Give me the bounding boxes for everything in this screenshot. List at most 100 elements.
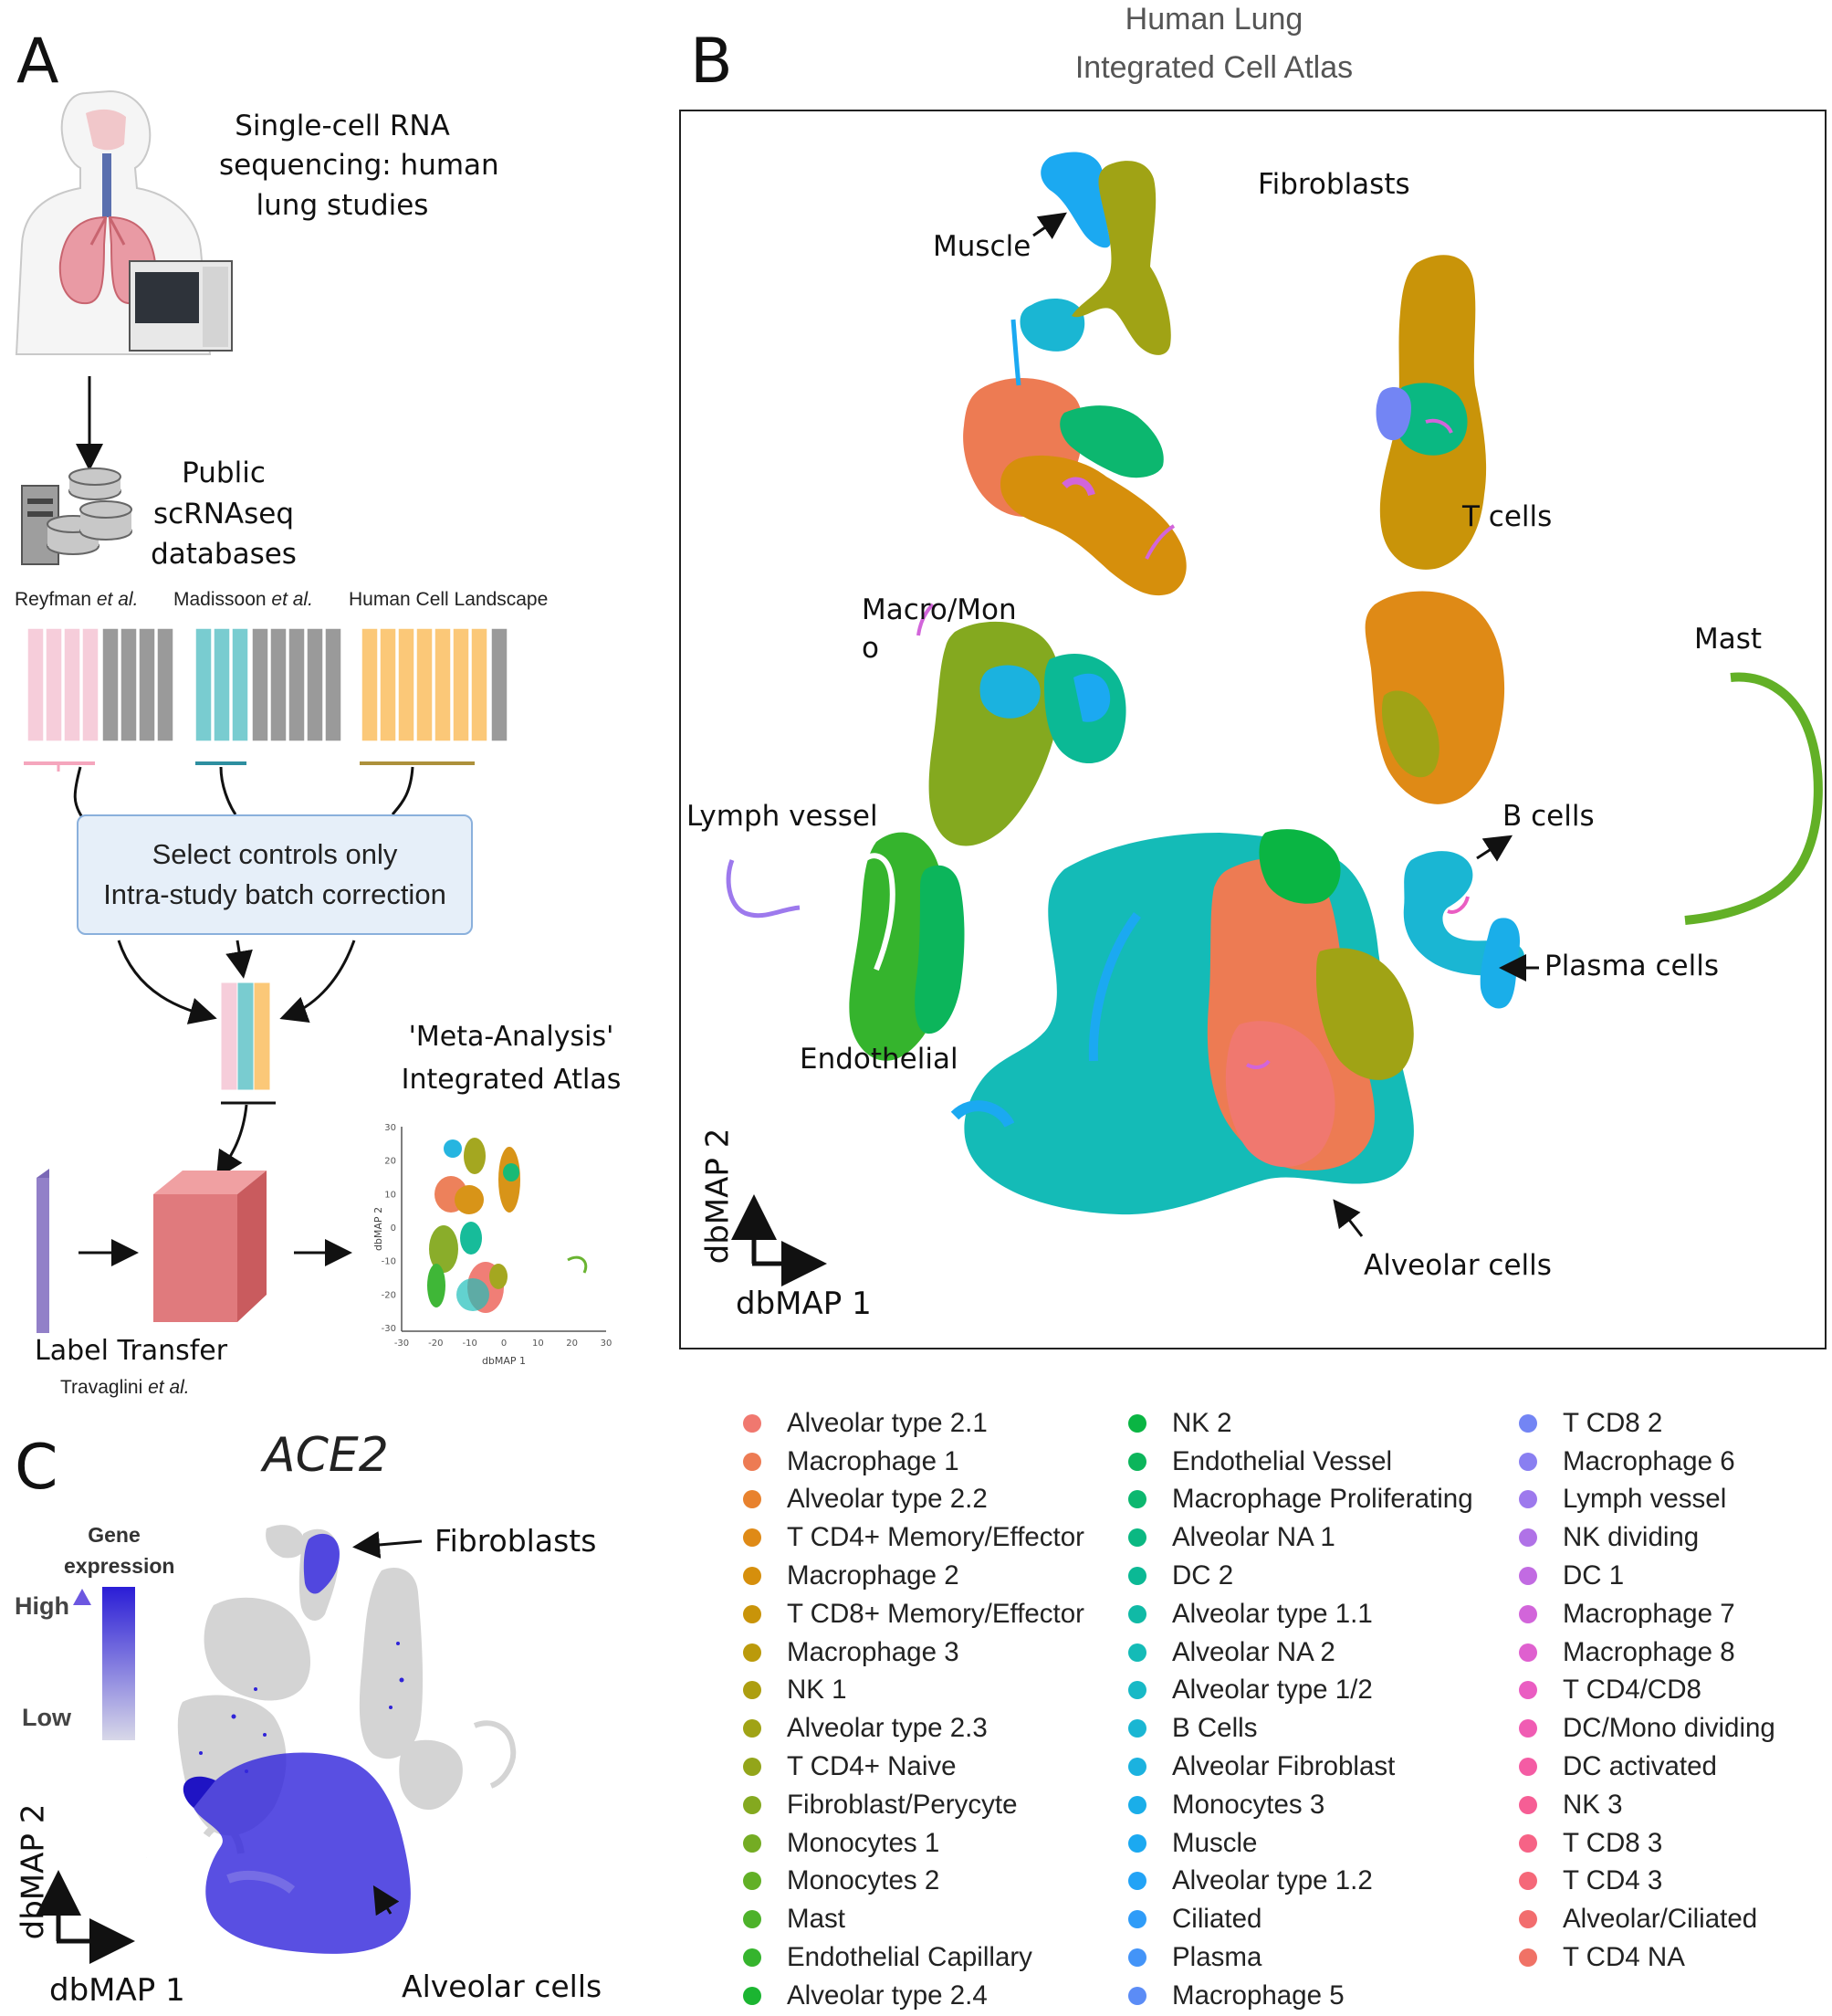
legend-swatch [743, 1833, 761, 1853]
mini-xtick-label: 10 [532, 1339, 544, 1349]
legend-label: Lymph vessel [1563, 1484, 1727, 1515]
mini-ytick-label: 20 [384, 1157, 396, 1167]
legend-swatch [743, 1643, 761, 1662]
legend-item: Alveolar NA 1 [1128, 1518, 1473, 1557]
legend-item: Alveolar type 1.1 [1128, 1595, 1473, 1633]
legend-item: Macrophage 6 [1519, 1443, 1775, 1481]
legend-swatch [1519, 1452, 1537, 1471]
legend-item: Alveolar type 2.4 [743, 1977, 1084, 2015]
legend-swatch [1519, 1604, 1537, 1623]
legend-label: Monocytes 3 [1172, 1789, 1325, 1820]
legend-label: Alveolar NA 1 [1172, 1522, 1335, 1553]
ace2-axis-y-label: dbMAP 2 [15, 1803, 52, 1940]
gene-name: ACE2 [263, 1428, 389, 1483]
scale-high: High [15, 1592, 69, 1620]
mini-xtick-label: -20 [428, 1339, 443, 1349]
ace2-fibroblast-expression [303, 1533, 340, 1594]
travaglini-citation: Travaglini et al. [60, 1377, 190, 1398]
legend-swatch [743, 1490, 761, 1509]
legend-item: B Cells [1128, 1709, 1473, 1748]
legend-label: Alveolar type 2.2 [787, 1484, 988, 1515]
legend-swatch [743, 1948, 761, 1968]
legend-item: T CD8+ Memory/Effector [743, 1595, 1084, 1633]
legend-item: T CD4+ Naive [743, 1748, 1084, 1786]
legend-swatch [743, 1528, 761, 1548]
legend-item: Fibroblast/Perycyte [743, 1786, 1084, 1824]
legend-label: T CD8 2 [1563, 1407, 1663, 1438]
mini-xtick-label: 30 [601, 1339, 612, 1349]
mini-ytick-label: 30 [384, 1123, 396, 1133]
legend-label: Monocytes 2 [787, 1865, 940, 1896]
legend-swatch [1519, 1528, 1537, 1548]
study-reyfman: Reyfman et al. [15, 589, 139, 610]
legend-swatch [1128, 1452, 1146, 1471]
legend-item: T CD4 3 [1519, 1863, 1775, 1901]
atlas-label-lymph-vessel: Lymph vessel [686, 800, 878, 833]
fibroblast-cluster [1072, 161, 1171, 355]
meta-analysis-title-line2: Integrated Atlas [401, 1064, 622, 1096]
legend-swatch [743, 1872, 761, 1891]
legend-swatch [1128, 1604, 1146, 1623]
scale-low: Low [22, 1704, 71, 1731]
legend-swatch [1128, 1681, 1146, 1700]
expression-scale-bar [102, 1587, 135, 1740]
legend-label: DC 1 [1563, 1560, 1625, 1591]
legend-swatch [1128, 1872, 1146, 1891]
legend-item: DC 1 [1519, 1557, 1775, 1595]
legend-item: Alveolar type 2.1 [743, 1404, 1084, 1443]
legend-item: Lymph vessel [1519, 1481, 1775, 1519]
step1-line2: sequencing: human [219, 149, 499, 182]
mini-ytick-label: -30 [382, 1324, 396, 1334]
legend-label: Alveolar type 1.1 [1172, 1598, 1373, 1629]
legend-swatch [1128, 1643, 1146, 1662]
legend-label: T CD4 NA [1563, 1942, 1685, 1973]
legend-label: Macrophage 1 [787, 1445, 959, 1476]
legend-swatch [743, 1604, 761, 1623]
atlas-frame [679, 110, 1827, 1349]
atlas-label-plasma-cells: Plasma cells [1544, 950, 1719, 982]
legend-item: Macrophage Proliferating [1128, 1481, 1473, 1519]
legend-label: NK 1 [787, 1675, 847, 1706]
atlas-label-endothelial: Endothelial [800, 1043, 958, 1076]
legend-item: Endothelial Capillary [743, 1938, 1084, 1977]
expression-scale-arrow [73, 1589, 91, 1744]
study-madissoon: Madissoon et al. [173, 589, 313, 610]
legend-label: B Cells [1172, 1713, 1258, 1744]
legend-label: Alveolar type 2.1 [787, 1407, 988, 1438]
mini-xtick-label: -10 [462, 1339, 476, 1349]
mini-xtick-label: 20 [566, 1339, 578, 1349]
legend-swatch [1519, 1643, 1537, 1662]
legend-label: Alveolar type 2.3 [787, 1713, 988, 1744]
legend-label: T CD4+ Memory/Effector [787, 1522, 1084, 1553]
legend-label: Alveolar Fibroblast [1172, 1751, 1396, 1782]
legend-label: DC 2 [1172, 1560, 1234, 1591]
legend-swatch [743, 1681, 761, 1700]
atlas-label-muscle: Muscle [933, 230, 1031, 263]
scale-title-line2: expression [64, 1554, 175, 1578]
legend-label: Macrophage 8 [1563, 1636, 1735, 1667]
legend-label: Ciliated [1172, 1904, 1262, 1935]
atlas-label-mast: Mast [1694, 623, 1763, 656]
legend-swatch [1519, 1795, 1537, 1814]
legend-label: Macrophage Proliferating [1172, 1484, 1473, 1515]
legend-swatch [1519, 1833, 1537, 1853]
mast-cluster [1684, 672, 1823, 925]
legend-item: T CD4/CD8 [1519, 1672, 1775, 1710]
legend-item: T CD8 3 [1519, 1824, 1775, 1863]
step2-line1: Public [182, 457, 266, 489]
mini-ytick-label: 10 [384, 1190, 396, 1200]
legend-label: Macrophage 6 [1563, 1445, 1735, 1476]
select-box-line2: Intra-study batch correction [103, 878, 446, 910]
legend-item: Alveolar type 1/2 [1128, 1672, 1473, 1710]
legend-item: Monocytes 3 [1128, 1786, 1473, 1824]
legend-item: DC activated [1519, 1748, 1775, 1786]
study-hcl: Human Cell Landscape [349, 589, 549, 610]
legend-label: Fibroblast/Perycyte [787, 1789, 1018, 1820]
legend-item: Macrophage 5 [1128, 1977, 1473, 2015]
label-transfer-illustration [37, 1169, 352, 1333]
legend-label: Mast [787, 1904, 845, 1935]
